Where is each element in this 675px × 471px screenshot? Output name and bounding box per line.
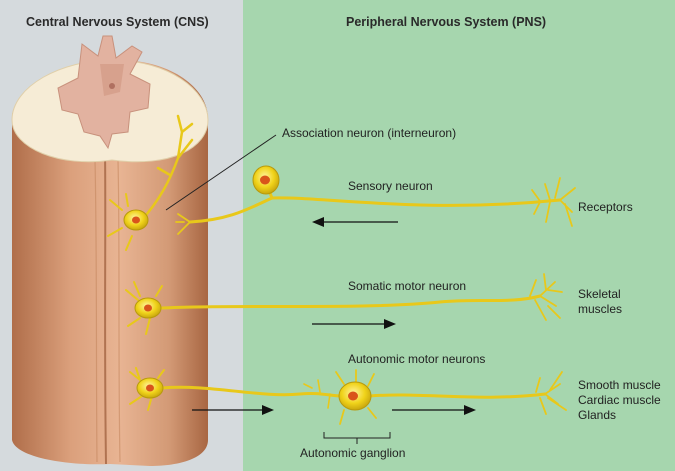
somatic-motor-neuron-label: Somatic motor neuron <box>348 279 467 293</box>
muscles-label: muscles <box>578 302 623 316</box>
cns-header: Central Nervous System (CNS) <box>26 15 209 29</box>
smooth-muscle-label: Smooth muscle <box>578 378 661 392</box>
autonomic-ganglion-label: Autonomic ganglion <box>300 446 406 460</box>
association-pointer-line <box>165 134 277 211</box>
association-neuron-label: Association neuron (interneuron) <box>282 126 457 140</box>
pns-header: Peripheral Nervous System (PNS) <box>346 15 547 29</box>
sensory-neuron <box>175 165 576 235</box>
autonomic-direction-arrow-2 <box>392 405 476 415</box>
sensory-neuron-label: Sensory neuron <box>348 179 433 193</box>
autonomic-motor-neurons-label: Autonomic motor neurons <box>348 352 486 366</box>
autonomic-postganglionic-neuron <box>335 369 567 425</box>
receptors-label: Receptors <box>578 200 633 214</box>
autonomic-direction-arrow-1 <box>192 405 274 415</box>
association-neuron <box>107 114 194 251</box>
autonomic-preganglionic-neuron <box>129 367 344 411</box>
somatic-motor-neuron <box>125 273 563 335</box>
skeletal-label: Skeletal <box>578 287 621 301</box>
spinal-cord <box>11 35 209 467</box>
cardiac-muscle-label: Cardiac muscle <box>578 393 661 407</box>
ganglion-bracket <box>323 432 391 444</box>
somatic-direction-arrow <box>312 319 396 329</box>
glands-label: Glands <box>578 408 617 422</box>
sensory-direction-arrow <box>312 217 398 227</box>
